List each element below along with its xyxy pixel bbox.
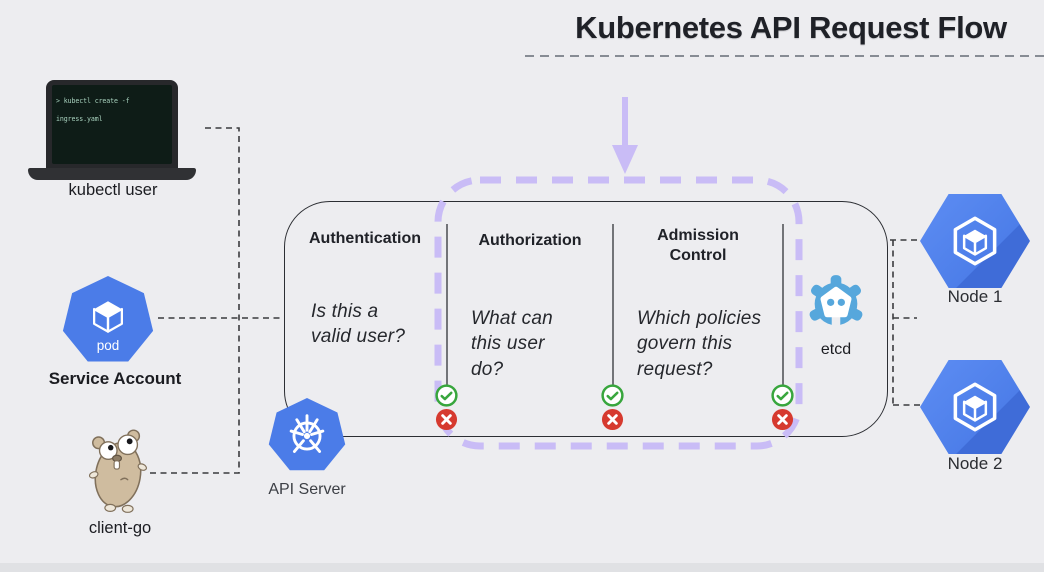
check-icon bbox=[601, 384, 624, 407]
terminal-screen: > kubectl create -f ingress.yaml bbox=[52, 85, 172, 164]
stage-authorization-title: Authorization bbox=[478, 232, 582, 249]
gopher-icon bbox=[84, 426, 152, 514]
node2-icon bbox=[920, 360, 1030, 454]
api-server-label: API Server bbox=[268, 481, 346, 498]
authentication-question: Is this a valid user? bbox=[311, 301, 406, 348]
node1-label: Node 1 bbox=[947, 287, 1003, 306]
laptop-icon: > kubectl create -f ingress.yaml bbox=[28, 80, 196, 181]
bottom-strip bbox=[0, 563, 1044, 572]
node2-label: Node 2 bbox=[947, 454, 1003, 473]
flow-arrow-icon bbox=[612, 97, 638, 174]
node-connectors bbox=[890, 239, 920, 406]
kubectl-user-label: kubectl user bbox=[68, 181, 158, 199]
stage-authentication-title: Authentication bbox=[309, 230, 421, 247]
laptop-screen: > kubectl create -f ingress.yaml bbox=[46, 80, 178, 170]
check-icon bbox=[435, 384, 458, 407]
page-title: Kubernetes API Request Flow bbox=[575, 10, 1007, 45]
service-account-label: Service Account bbox=[48, 369, 182, 388]
cross-icon bbox=[601, 408, 624, 431]
etcd-label: etcd bbox=[820, 341, 852, 358]
stage-admission-title: Admission Control bbox=[657, 227, 739, 264]
authorization-question: What can this user do? bbox=[471, 308, 553, 380]
node1-icon bbox=[920, 194, 1030, 288]
cross-icon bbox=[435, 408, 458, 431]
terminal-command: > kubectl create -f ingress.yaml bbox=[56, 97, 130, 123]
check-icon bbox=[771, 384, 794, 407]
pod-icon: pod bbox=[62, 276, 154, 362]
pod-label: pod bbox=[96, 338, 120, 353]
admission-question: Which policies govern this request? bbox=[637, 308, 762, 380]
laptop-base bbox=[28, 168, 196, 180]
etcd-icon bbox=[804, 273, 868, 337]
cross-icon bbox=[771, 408, 794, 431]
client-go-label: client-go bbox=[88, 519, 152, 537]
